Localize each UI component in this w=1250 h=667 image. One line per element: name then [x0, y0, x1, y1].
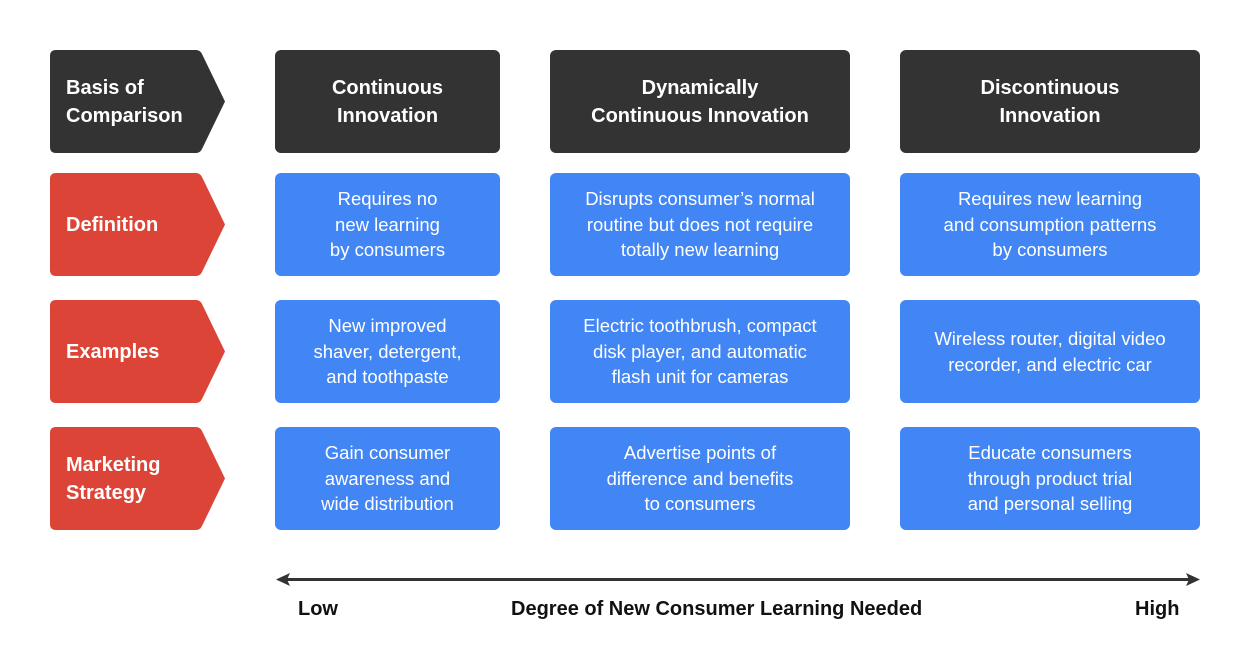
row-label-text: Marketing Strategy [66, 453, 161, 504]
axis-low-label: Low [298, 598, 338, 620]
row-label-examples: Examples [50, 300, 226, 403]
cell-examples-discontinuous: Wireless router, digital video recorder,… [900, 300, 1200, 403]
header-row-label: Basis of Comparison [50, 50, 226, 153]
chevron-shape-icon [50, 50, 225, 153]
cell-definition-dynamically-continuous: Disrupts consumer’s normal routine but d… [550, 173, 850, 276]
cell-examples-dynamically-continuous: Electric toothbrush, compact disk player… [550, 300, 850, 403]
column-header-discontinuous: Discontinuous Innovation [900, 50, 1200, 153]
row-label-text: Examples [66, 340, 160, 363]
axis-title: Degree of New Consumer Learning Needed [511, 598, 923, 620]
cell-definition-discontinuous: Requires new learning and consumption pa… [900, 173, 1200, 276]
column-header-dynamically-continuous: Dynamically Continuous Innovation [550, 50, 850, 153]
axis-high-label: High [1135, 598, 1180, 620]
cell-marketing-dynamically-continuous: Advertise points of difference and benef… [550, 427, 850, 530]
cell-definition-continuous: Requires no new learning by consumers [275, 173, 500, 276]
row-label-definition: Definition [50, 173, 226, 276]
header-row-label-text: Basis of Comparison [66, 76, 183, 127]
chevron-shape-icon [50, 427, 225, 530]
cell-examples-continuous: New improved shaver, detergent, and toot… [275, 300, 500, 403]
row-label-marketing-strategy: Marketing Strategy [50, 427, 226, 530]
chevron-shape-icon [50, 173, 225, 276]
cell-marketing-discontinuous: Educate consumers through product trial … [900, 427, 1200, 530]
double-arrow-axis-icon [276, 573, 1200, 586]
row-label-text: Definition [66, 213, 159, 236]
chevron-shape-icon [50, 300, 225, 403]
column-header-continuous: Continuous Innovation [275, 50, 500, 153]
cell-marketing-continuous: Gain consumer awareness and wide distrib… [275, 427, 500, 530]
